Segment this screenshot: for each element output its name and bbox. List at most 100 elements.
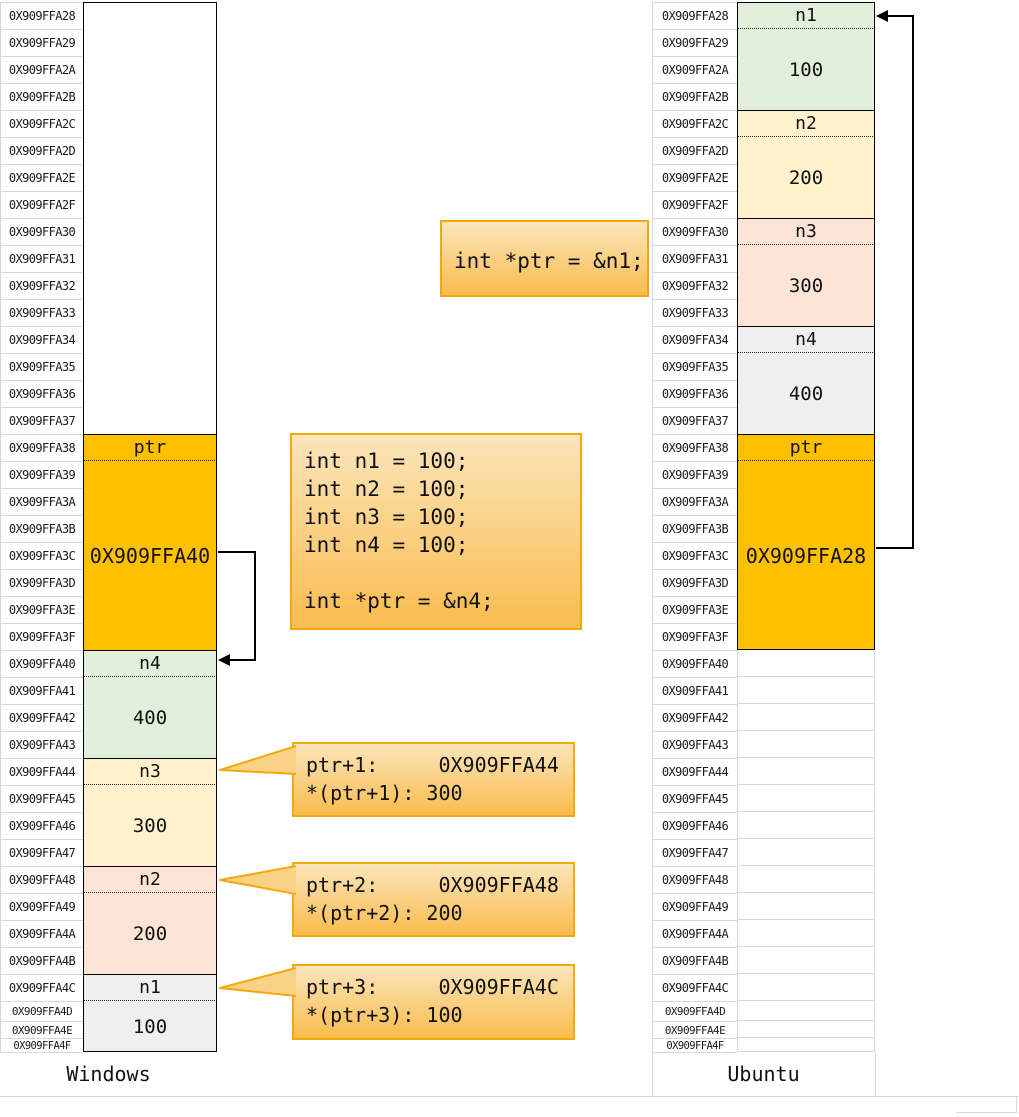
address-label: 0X909FFA48 (652, 867, 737, 894)
callout-ptr-plus-2-deref: *(ptr+2): 200 (306, 901, 463, 925)
windows-n4-header: n4 (83, 650, 217, 677)
address-label: 0X909FFA40 (652, 651, 737, 678)
windows-platform-label: Windows (66, 1062, 151, 1086)
ubuntu-n1-value: 100 (737, 29, 875, 110)
address-label: 0X909FFA32 (0, 273, 83, 300)
ubuntu-n4-header: n4 (737, 326, 875, 353)
address-label: 0X909FFA4E (0, 1022, 83, 1039)
windows-n1-header: n1 (83, 974, 217, 1001)
empty-cell (738, 650, 874, 677)
callout-ptr-plus-1-deref: *(ptr+1): 300 (306, 781, 463, 805)
address-label: 0X909FFA3C (0, 543, 83, 570)
address-label: 0X909FFA29 (652, 30, 737, 57)
callout-ptr-plus-3-address: ptr+3: 0X909FFA4C (306, 975, 559, 999)
address-label: 0X909FFA4A (652, 921, 737, 948)
address-label: 0X909FFA41 (0, 678, 83, 705)
address-label: 0X909FFA37 (0, 408, 83, 435)
address-label: 0X909FFA3E (652, 597, 737, 624)
windows-n2-header: n2 (83, 866, 217, 893)
empty-cell (738, 920, 874, 947)
address-label: 0X909FFA3E (0, 597, 83, 624)
address-label: 0X909FFA46 (652, 813, 737, 840)
grid-line (875, 1052, 876, 1097)
ubuntu-platform-label: Ubuntu (727, 1062, 800, 1086)
empty-cell (738, 677, 874, 704)
address-label: 0X909FFA4A (0, 921, 83, 948)
address-label: 0X909FFA30 (0, 219, 83, 246)
address-label: 0X909FFA3B (652, 516, 737, 543)
callout-ptr-plus-3-deref: *(ptr+3): 100 (306, 1003, 463, 1027)
grid-line (1016, 1097, 1017, 1113)
empty-cell (738, 974, 874, 1001)
address-label: 0X909FFA36 (652, 381, 737, 408)
address-label: 0X909FFA3F (0, 624, 83, 651)
windows-ptr-arrow (218, 551, 256, 661)
address-label: 0X909FFA4B (0, 948, 83, 975)
callout-tail-ptr-plus-1 (219, 745, 297, 775)
windows-n3-header: n3 (83, 758, 217, 785)
callout-tail-ptr-plus-2 (219, 865, 297, 895)
address-label: 0X909FFA47 (0, 840, 83, 867)
grid-line (0, 1096, 1019, 1097)
address-label: 0X909FFA2C (0, 111, 83, 138)
empty-cell (738, 1038, 874, 1052)
address-label: 0X909FFA44 (0, 759, 83, 786)
address-label: 0X909FFA42 (0, 705, 83, 732)
ubuntu-ptr-arrowhead-icon (876, 10, 888, 22)
callout-ptr-plus-2-address: ptr+2: 0X909FFA48 (306, 873, 559, 897)
address-label: 0X909FFA44 (652, 759, 737, 786)
address-label: 0X909FFA39 (652, 462, 737, 489)
grid-line (652, 1052, 653, 1097)
address-label: 0X909FFA2E (0, 165, 83, 192)
address-label: 0X909FFA2C (652, 111, 737, 138)
address-label: 0X909FFA35 (652, 354, 737, 381)
code-line: int n1 = 100; (304, 449, 469, 473)
address-label: 0X909FFA4D (652, 1002, 737, 1022)
address-label: 0X909FFA41 (652, 678, 737, 705)
address-label: 0X909FFA4C (0, 975, 83, 1002)
ubuntu-n2-value: 200 (737, 137, 875, 218)
address-label: 0X909FFA46 (0, 813, 83, 840)
callout-ptr-plus-1: ptr+1: 0X909FFA44 *(ptr+1): 300 (292, 742, 575, 817)
address-label: 0X909FFA32 (652, 273, 737, 300)
address-label: 0X909FFA4E (652, 1022, 737, 1039)
empty-cell (738, 785, 874, 812)
windows-n3-value: 300 (83, 785, 217, 866)
address-label: 0X909FFA2F (0, 192, 83, 219)
address-label: 0X909FFA45 (652, 786, 737, 813)
ubuntu-n3-header: n3 (737, 218, 875, 245)
ubuntu-n2-header: n2 (737, 110, 875, 137)
address-label: 0X909FFA2B (0, 84, 83, 111)
address-label: 0X909FFA36 (0, 381, 83, 408)
ubuntu-ptr-header: ptr (737, 434, 875, 461)
address-label: 0X909FFA33 (652, 300, 737, 327)
address-label: 0X909FFA4F (0, 1039, 83, 1053)
address-label: 0X909FFA29 (0, 30, 83, 57)
empty-cell (738, 1021, 874, 1038)
address-label: 0X909FFA3B (0, 516, 83, 543)
address-label: 0X909FFA43 (652, 732, 737, 759)
ubuntu-n3-value: 300 (737, 245, 875, 326)
code-box-declarations-lines: int n1 = 100;int n2 = 100;int n3 = 100;i… (292, 435, 580, 615)
address-label: 0X909FFA30 (652, 219, 737, 246)
empty-cell (738, 758, 874, 785)
windows-n4-value: 400 (83, 677, 217, 758)
address-label: 0X909FFA28 (0, 3, 83, 30)
address-label: 0X909FFA31 (652, 246, 737, 273)
address-label: 0X909FFA3A (0, 489, 83, 516)
code-box-ptr-n1: int *ptr = &n1; (440, 220, 649, 297)
callout-tail-ptr-plus-3 (219, 967, 297, 997)
address-label: 0X909FFA4D (0, 1002, 83, 1022)
address-label: 0X909FFA4B (652, 948, 737, 975)
address-label: 0X909FFA3D (0, 570, 83, 597)
windows-ptr-arrowhead-icon (218, 654, 230, 666)
empty-cell (738, 812, 874, 839)
ubuntu-ptr-value: 0X909FFA28 (737, 461, 875, 650)
code-line (304, 559, 580, 587)
code-line: int n3 = 100; (304, 505, 469, 529)
address-label: 0X909FFA2F (652, 192, 737, 219)
address-label: 0X909FFA31 (0, 246, 83, 273)
address-label: 0X909FFA39 (0, 462, 83, 489)
